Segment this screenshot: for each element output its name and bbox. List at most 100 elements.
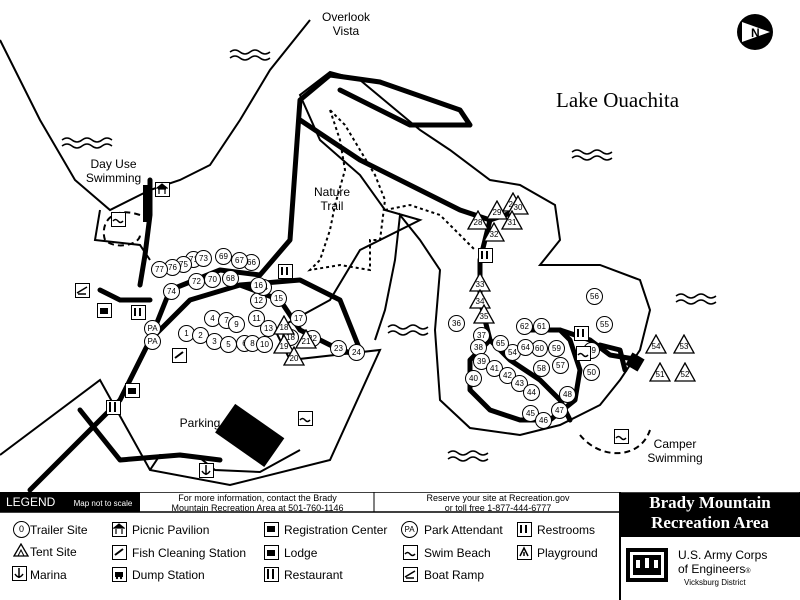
legend-info-line1: For more information, contact the Brady bbox=[178, 493, 337, 503]
boat-ramp-icon bbox=[75, 283, 90, 298]
tent-site-32: 32 bbox=[483, 222, 505, 242]
swim-beach-icon bbox=[614, 429, 629, 444]
legend-reserve-line1: Reserve your site at Recreation.gov bbox=[426, 493, 570, 503]
trailer-site-48: 48 bbox=[559, 386, 576, 403]
legend-restaurant: Restaurant bbox=[284, 568, 343, 582]
tent-site-31: 31 bbox=[501, 210, 523, 230]
nature-trail bbox=[307, 109, 387, 272]
legend-fish-cleaning: Fish Cleaning Station bbox=[132, 546, 247, 560]
lodge-icon bbox=[125, 383, 140, 398]
picnic-pavilion-icon bbox=[155, 182, 170, 197]
legend-trailer-site: Trailer Site bbox=[30, 523, 88, 537]
agency-line1: U.S. Army Corps bbox=[678, 548, 768, 562]
trailer-site-10: 10 bbox=[256, 336, 273, 353]
trailer-site-44: 44 bbox=[523, 384, 540, 401]
tent-site-34: 34 bbox=[469, 289, 491, 309]
fish-cleaning-icon bbox=[112, 545, 127, 560]
trailer-site-59: 59 bbox=[548, 340, 565, 357]
trailer-site-58: 58 bbox=[533, 360, 550, 377]
water-waves bbox=[61, 49, 717, 462]
label-trail: Trail bbox=[320, 199, 344, 213]
tent-site-18: 18 bbox=[273, 315, 295, 335]
trailer-site-47: 47 bbox=[551, 402, 568, 419]
trailer-site-9: 9 bbox=[228, 316, 245, 333]
trailer-site-64: 64 bbox=[517, 339, 534, 356]
trailer-site-73: 73 bbox=[195, 250, 212, 267]
tent-site-54: 54 bbox=[645, 334, 667, 354]
trailer-site-5: 5 bbox=[220, 336, 237, 353]
area-title-line2: Recreation Area bbox=[651, 513, 769, 532]
park-attendant-icon: PA bbox=[401, 521, 418, 538]
tent-site-29: 29 bbox=[486, 200, 508, 220]
tent-site-20: 20 bbox=[283, 346, 305, 366]
boat-ramp-icon bbox=[403, 567, 418, 582]
parking-lot bbox=[215, 403, 285, 467]
trailer-site-16: 16 bbox=[250, 277, 267, 294]
swim-beach-icon bbox=[403, 545, 418, 560]
camper-shelter bbox=[625, 352, 645, 372]
picnic-pavilion-icon bbox=[112, 522, 127, 537]
dump-station-icon bbox=[112, 567, 127, 582]
label-nature: Nature bbox=[313, 185, 351, 199]
legend-reserve-line2: or toll free 1-877-444-6777 bbox=[444, 503, 552, 513]
lake-name: Lake Ouachita bbox=[556, 88, 680, 112]
trailer-site-46: 46 bbox=[535, 412, 552, 429]
area-title: Brady Mountain Recreation Area bbox=[620, 493, 800, 537]
legend-panel bbox=[0, 492, 800, 600]
trailer-site-68: 68 bbox=[222, 270, 239, 287]
legend-registration: Registration Center bbox=[284, 523, 388, 537]
trailer-site-55: 55 bbox=[596, 316, 613, 333]
tent-site-35: 35 bbox=[473, 304, 495, 324]
tent-site-52: 52 bbox=[674, 362, 696, 382]
tent-site-19: 19 bbox=[273, 334, 295, 354]
label-camper-swimming: Swimming bbox=[647, 451, 703, 465]
land-boundary bbox=[0, 70, 652, 487]
trailer-site-36: 36 bbox=[448, 315, 465, 332]
district-label: Vicksburg District bbox=[684, 578, 746, 587]
legend-restrooms: Restrooms bbox=[537, 523, 596, 537]
tent-site-51: 51 bbox=[649, 362, 671, 382]
swim-beach-icon bbox=[298, 411, 313, 426]
label-day-use-swimming: Swimming bbox=[85, 171, 142, 185]
label-overlook: Overlook bbox=[321, 10, 371, 24]
trailer-site-77: 77 bbox=[151, 261, 168, 278]
trailer-site-62: 62 bbox=[516, 318, 533, 335]
label-day-use: Day Use bbox=[90, 157, 137, 171]
trailer-site-67: 67 bbox=[231, 252, 248, 269]
restrooms-icon bbox=[517, 522, 532, 537]
trailer-site-69: 69 bbox=[215, 248, 232, 265]
trailer-site-72: 72 bbox=[188, 273, 205, 290]
trail-connector bbox=[384, 203, 476, 251]
trailer-site-23: 23 bbox=[330, 340, 347, 357]
trailer-site-65: 65 bbox=[492, 335, 509, 352]
legend-info-line2: Mountain Recreation Area at 501-760-1146 bbox=[171, 503, 344, 513]
swim-beach-icon bbox=[576, 346, 591, 361]
restrooms-icon bbox=[478, 248, 493, 263]
restrooms-icon bbox=[574, 326, 589, 341]
trailer-site-74: 74 bbox=[163, 283, 180, 300]
restaurant-icon bbox=[264, 567, 279, 582]
trailer-site-57: 57 bbox=[552, 357, 569, 374]
label-vista: Vista bbox=[332, 24, 360, 38]
legend-park-attendant: Park Attendant bbox=[424, 523, 503, 537]
north-arrow-icon: N bbox=[737, 14, 773, 50]
trailer-site-70: 70 bbox=[204, 271, 221, 288]
agency-line2: of Engineers® bbox=[678, 562, 751, 579]
legend-picnic-pavilion: Picnic Pavilion bbox=[132, 523, 210, 537]
restaurant-structure bbox=[143, 185, 151, 222]
tent-site-30: 30 bbox=[507, 195, 529, 215]
agency-line2-text: of Engineers bbox=[678, 562, 746, 576]
restrooms-icon bbox=[131, 305, 146, 320]
legend-playground: Playground bbox=[537, 546, 598, 560]
swim-beach-icon bbox=[111, 212, 126, 227]
marina-icon bbox=[199, 463, 214, 478]
camper-swim-area bbox=[579, 429, 651, 455]
legend-scale-note: Map not to scale bbox=[73, 499, 133, 508]
legend-swim-beach: Swim Beach bbox=[424, 546, 491, 560]
trailer-site-15: 15 bbox=[270, 290, 287, 307]
legend-dump-station: Dump Station bbox=[132, 568, 205, 582]
park-attendant-icon: PA bbox=[144, 333, 161, 350]
usace-castle-logo bbox=[626, 548, 668, 582]
label-parking: Parking bbox=[179, 416, 221, 430]
agency-mark: ® bbox=[745, 568, 751, 575]
